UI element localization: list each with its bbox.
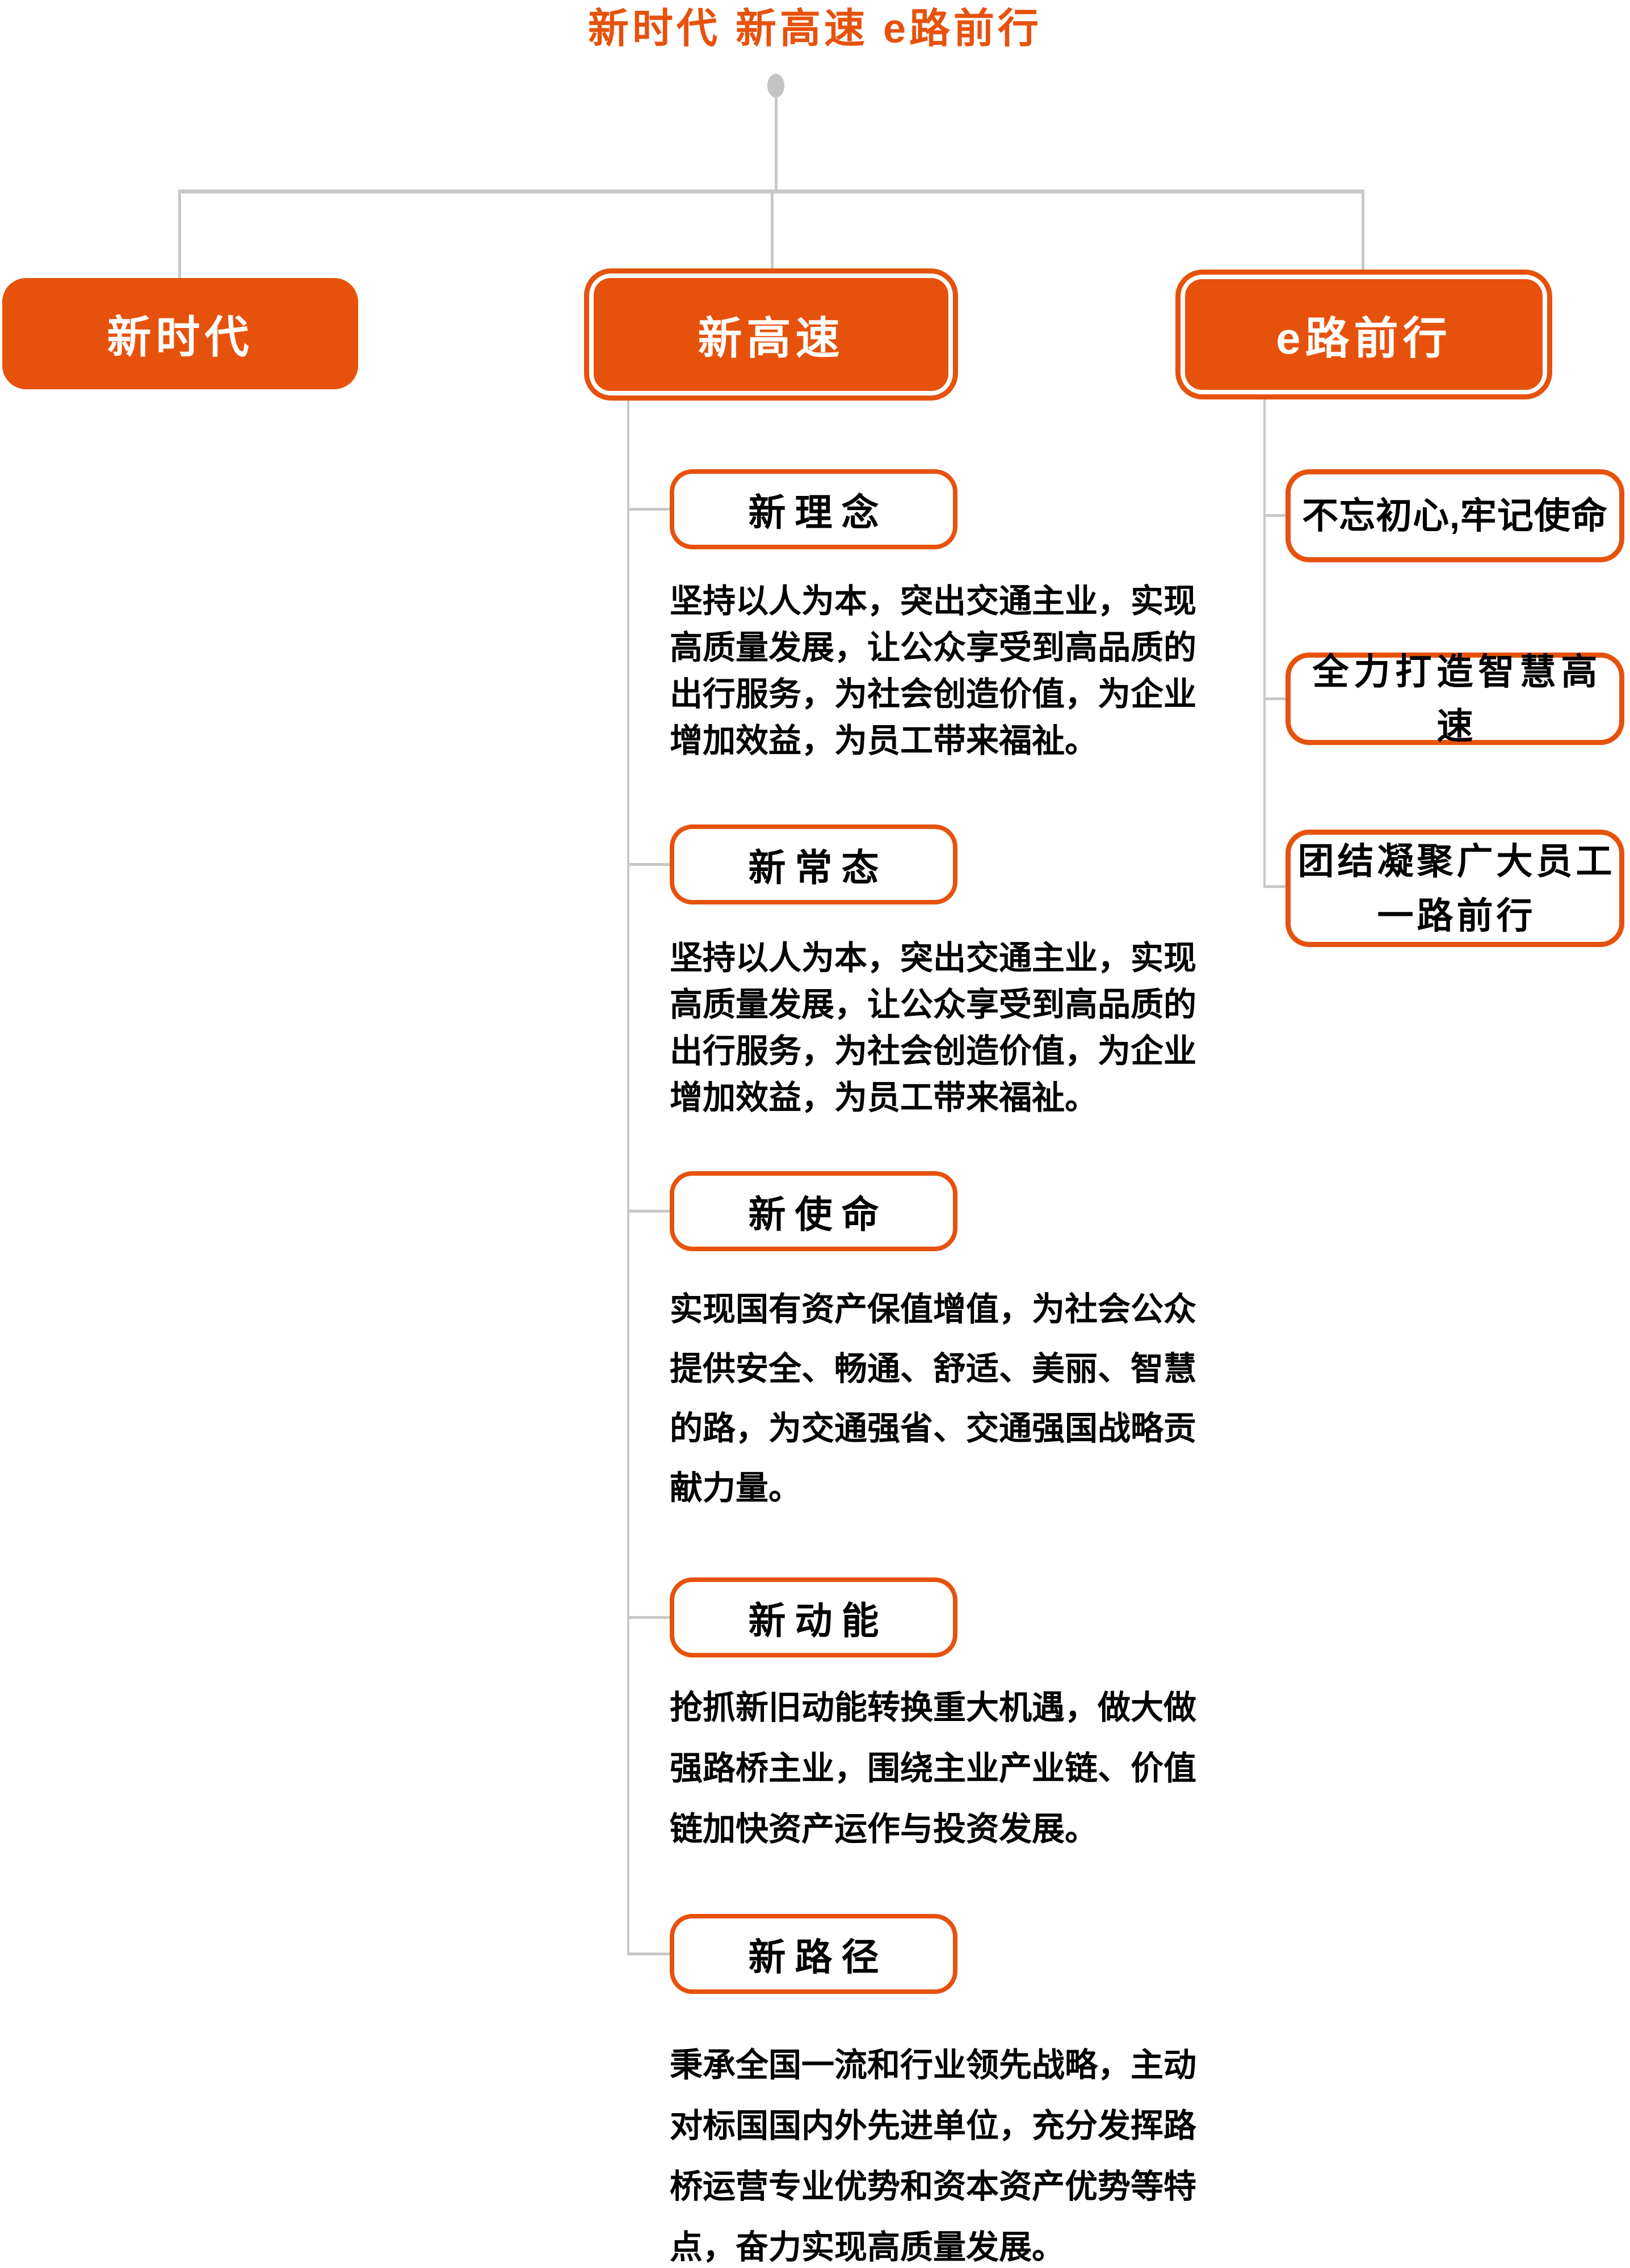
connector-stub-section-1 <box>627 863 671 866</box>
right-item-label-line2: 一路前行 <box>1377 895 1536 936</box>
paragraph-line: 献力量。 <box>670 1470 802 1507</box>
paragraph-line: 链加快资产运作与投资发展。 <box>670 1811 1098 1848</box>
connector-stub-section-2 <box>627 1210 671 1213</box>
branch-box-new-era: 新时代 <box>2 278 358 389</box>
connector-stub-right-1 <box>1263 697 1287 700</box>
branch-label-e-road-forward: e路前行 <box>1276 313 1452 363</box>
connector-drop-right <box>1362 192 1364 271</box>
branch-box-e-road-forward-fill: e路前行 <box>1185 279 1543 390</box>
section-title: 新常态 <box>748 846 888 889</box>
section-paragraph-new-concept: 坚持以人为本，突出交通主业，实现 高质量发展，让公众享受到高品质的 出行服务，为… <box>670 578 1196 764</box>
paragraph-line: 实现国有资产保值增值，为社会公众 <box>670 1291 1197 1328</box>
section-paragraph-new-normal: 坚持以人为本，突出交通主业，实现 高质量发展，让公众享受到高品质的 出行服务，为… <box>670 935 1196 1121</box>
section-paragraph-new-mission: 实现国有资产保值增值，为社会公众 提供安全、畅通、舒适、美丽、智慧 的路，为交通… <box>670 1280 1196 1518</box>
branch-label-new-era: 新时代 <box>107 312 254 362</box>
paragraph-line: 坚持以人为本，突出交通主业，实现 <box>670 583 1197 620</box>
paragraph-line: 出行服务，为社会创造价值，为企业 <box>670 676 1197 713</box>
section-box-new-mission: 新使命 <box>670 1171 957 1251</box>
section-box-new-momentum: 新动能 <box>670 1577 957 1657</box>
connector-stub-section-4 <box>627 1953 671 1955</box>
branch-label-new-expressway: 新高速 <box>698 313 845 363</box>
section-box-new-normal: 新常态 <box>670 824 957 904</box>
connector-drop-middle <box>771 192 774 270</box>
paragraph-line: 提供安全、畅通、舒适、美丽、智慧 <box>670 1350 1197 1387</box>
branch-box-e-road-forward: e路前行 <box>1175 270 1552 399</box>
paragraph-line: 出行服务，为社会创造价值，为企业 <box>670 1033 1197 1070</box>
paragraph-line: 秉承全国一流和行业领先战略，主动 <box>670 2047 1197 2084</box>
connector-stub-section-3 <box>627 1616 671 1619</box>
section-box-new-concept: 新理念 <box>670 469 957 549</box>
right-item-label-line1: 团结凝聚广大员工 <box>1297 840 1616 882</box>
paragraph-line: 高质量发展，让公众享受到高品质的 <box>670 629 1197 666</box>
section-title: 新路径 <box>748 1935 888 1978</box>
paragraph-line: 桥运营专业优势和资本资产优势等特 <box>670 2168 1197 2205</box>
section-box-new-path: 新路径 <box>670 1914 957 1994</box>
connector-stub-right-2 <box>1263 885 1287 888</box>
connector-trunk-middle-branch <box>627 399 629 1955</box>
paragraph-line: 强路桥主业，围绕主业产业链、价值 <box>670 1750 1197 1787</box>
paragraph-line: 坚持以人为本，突出交通主业，实现 <box>670 940 1197 977</box>
paragraph-line: 高质量发展，让公众享受到高品质的 <box>670 986 1197 1023</box>
paragraph-line: 抢抓新旧动能转换重大机遇，做大做 <box>670 1689 1197 1726</box>
root-node-dot <box>767 74 784 98</box>
right-item-box-smart-expressway: 全力打造智慧高速 <box>1285 651 1624 747</box>
paragraph-line: 的路，为交通强省、交通强国战略贡 <box>670 1410 1197 1447</box>
connector-horizontal-bar <box>178 190 1364 193</box>
connector-trunk-right-branch <box>1263 397 1266 888</box>
section-title: 新动能 <box>748 1599 888 1642</box>
right-item-box-original-aspiration: 不忘初心,牢记使命 <box>1285 469 1624 562</box>
connector-root-stem <box>775 95 778 191</box>
section-title: 新使命 <box>748 1193 888 1235</box>
connector-stub-section-0 <box>627 508 671 511</box>
connector-stub-right-0 <box>1263 514 1287 517</box>
right-item-label: 全力打造智慧高速 <box>1312 651 1603 747</box>
paragraph-line: 点，奋力实现高质量发展。 <box>670 2229 1065 2266</box>
right-item-label: 不忘初心,牢记使命 <box>1302 495 1608 536</box>
section-paragraph-new-momentum: 抢抓新旧动能转换重大机遇，做大做 强路桥主业，围绕主业产业链、价值 链加快资产运… <box>670 1677 1196 1859</box>
paragraph-line: 增加效益，为员工带来福祉。 <box>670 722 1098 759</box>
paragraph-line: 增加效益，为员工带来福祉。 <box>670 1079 1098 1116</box>
paragraph-line: 对标国国内外先进单位，充分发挥路 <box>670 2107 1197 2144</box>
section-paragraph-new-path: 秉承全国一流和行业领先战略，主动 对标国国内外先进单位，充分发挥路 桥运营专业优… <box>670 2035 1196 2268</box>
section-title: 新理念 <box>748 491 888 533</box>
connector-drop-left <box>178 192 181 281</box>
page-title: 新时代 新高速 e路前行 <box>587 6 1043 52</box>
right-item-box-unite-employees: 团结凝聚广大员工 一路前行 <box>1285 830 1624 947</box>
branch-box-new-expressway: 新高速 <box>584 268 958 401</box>
branch-box-new-expressway-fill: 新高速 <box>594 278 948 391</box>
